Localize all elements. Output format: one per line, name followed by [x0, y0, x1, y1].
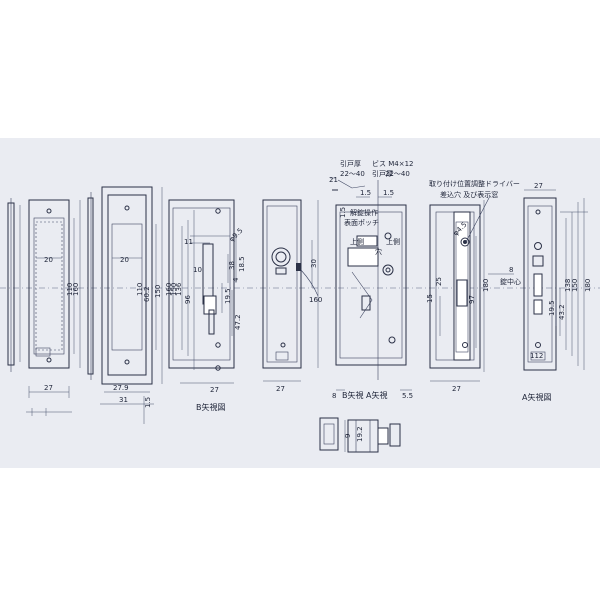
- dim-96: 96: [184, 295, 192, 304]
- drawing-sheet: [0, 138, 600, 468]
- flush-pull-front-view: 20 27 110 160: [26, 199, 81, 416]
- dim-110a: 110: [66, 283, 74, 296]
- dim-160b: 160: [165, 283, 173, 296]
- b-inner-view: 11 φ9.5 10 38 18.5 4 19.5 47.2 96 136 15…: [165, 199, 246, 412]
- mechanism-view: 取り付け位置調整ドライバー 差込穴 及び表示窓 φ4.5 15 25 97 18…: [426, 179, 520, 393]
- latch-section-view: 9 19.2: [319, 417, 401, 453]
- label-view-b-side: B矢視 A矢視: [342, 390, 388, 400]
- dim-18-5: 18.5: [238, 256, 246, 272]
- dim-21: 21: [329, 176, 338, 184]
- dim-47-2: 47.2: [234, 314, 242, 330]
- label-door-thickness-2-range: 22～40: [385, 170, 410, 178]
- dim-60-2: 60.2: [143, 286, 151, 302]
- dim-27e: 27: [534, 182, 543, 190]
- dim-27a: 27: [44, 384, 53, 392]
- dim-38: 38: [228, 261, 236, 270]
- face-plate-view: 30 160 27: [262, 199, 322, 393]
- label-up2: 上側: [386, 237, 400, 246]
- dim-138: 138: [564, 279, 572, 292]
- dim-9: 9: [344, 434, 352, 438]
- label-b-inner-view: B矢視図: [196, 402, 226, 412]
- dim-97: 97: [468, 295, 476, 304]
- label-face-mark: 表面ポッチ: [344, 218, 379, 227]
- label-door-thickness-1-range: 22～40: [340, 170, 365, 178]
- label-hole: 穴: [375, 247, 382, 256]
- edge-view-2: [87, 192, 94, 380]
- label-screw: ビス M4×12: [372, 159, 414, 168]
- dim-20b: 20: [120, 256, 129, 264]
- dim-43-2: 43.2: [558, 304, 566, 320]
- dim-20a: 20: [44, 256, 53, 264]
- dim-19-5b: 19.5: [548, 300, 556, 316]
- dim-5-5: 5.5: [402, 392, 413, 400]
- label-mount-adjust-1: 取り付け位置調整ドライバー: [429, 179, 520, 188]
- dim-1-5a: 1.5: [144, 397, 152, 408]
- label-door-thickness-1: 引戸厚: [340, 159, 361, 168]
- dim-19-2: 19.2: [356, 426, 364, 442]
- flush-pull-front-view-2: 20 27.9 31 110 60.2 150 1.5: [100, 186, 163, 424]
- label-mount-adjust-2: 差込穴 及び表示窓: [440, 190, 498, 199]
- a-view: 8 錠中心 27 138 150 180 112 19.5 43.2 A矢視図: [488, 182, 592, 402]
- label-unlock: 解錠操作: [350, 208, 378, 217]
- label-a-view: A矢視図: [522, 392, 551, 402]
- dim-150b: 150: [170, 283, 178, 296]
- dim-180: 180: [482, 279, 490, 292]
- dim-1-5b: 1.5: [360, 189, 371, 197]
- dim-8b: 8: [509, 266, 513, 274]
- dim-150c: 150: [571, 279, 579, 292]
- dim-10: 10: [193, 266, 202, 274]
- label-door-thickness-2: 引戸厚: [372, 169, 393, 178]
- dim-31: 31: [119, 396, 128, 404]
- label-center: 錠中心: [500, 277, 521, 286]
- dim-1-5c: 1.5: [383, 189, 394, 197]
- dim-30: 30: [310, 259, 318, 268]
- dim-27b: 27: [210, 386, 219, 394]
- dim-150: 150: [154, 285, 162, 298]
- dim-4: 4: [232, 277, 240, 282]
- dim-160c: 160: [309, 296, 322, 304]
- dim-27c: 27: [276, 385, 285, 393]
- dim-19-5a: 19.5: [224, 288, 232, 304]
- dim-8: 8: [332, 392, 336, 400]
- dim-1-5d: 1.5: [339, 207, 347, 218]
- dim-25: 25: [435, 277, 443, 286]
- dim-15: 15: [426, 294, 434, 303]
- label-up1: 上側: [350, 237, 364, 246]
- dim-136: 136: [175, 282, 183, 296]
- dim-27d: 27: [452, 385, 461, 393]
- dim-180b: 180: [584, 279, 592, 292]
- dim-110b: 110: [136, 283, 144, 296]
- lock-body-section-view: 21 引戸厚 22～40 ビス M4×12 引戸厚 22～40 1.5 1.5 …: [329, 159, 414, 400]
- dim-11: 11: [184, 238, 193, 246]
- dim-112: 112: [530, 352, 543, 360]
- edge-view-left: [7, 198, 21, 372]
- dim-160a: 160: [72, 283, 80, 296]
- dim-27-9: 27.9: [113, 384, 129, 392]
